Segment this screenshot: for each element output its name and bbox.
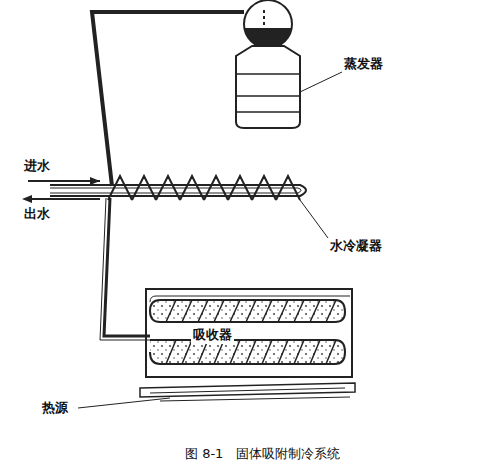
figure-caption: 图 8-1 固体吸附制冷系统 xyxy=(185,446,340,462)
flow-label: 出水 xyxy=(24,206,50,222)
part-label: 热源 xyxy=(42,400,68,416)
adsorber-box: 吸收器 xyxy=(145,288,353,378)
flow-label: 进水 xyxy=(24,158,50,174)
part-label: 蒸发器 xyxy=(344,56,383,72)
node-label: 吸收器 xyxy=(191,326,234,344)
part-label: 水冷凝器 xyxy=(330,238,382,254)
